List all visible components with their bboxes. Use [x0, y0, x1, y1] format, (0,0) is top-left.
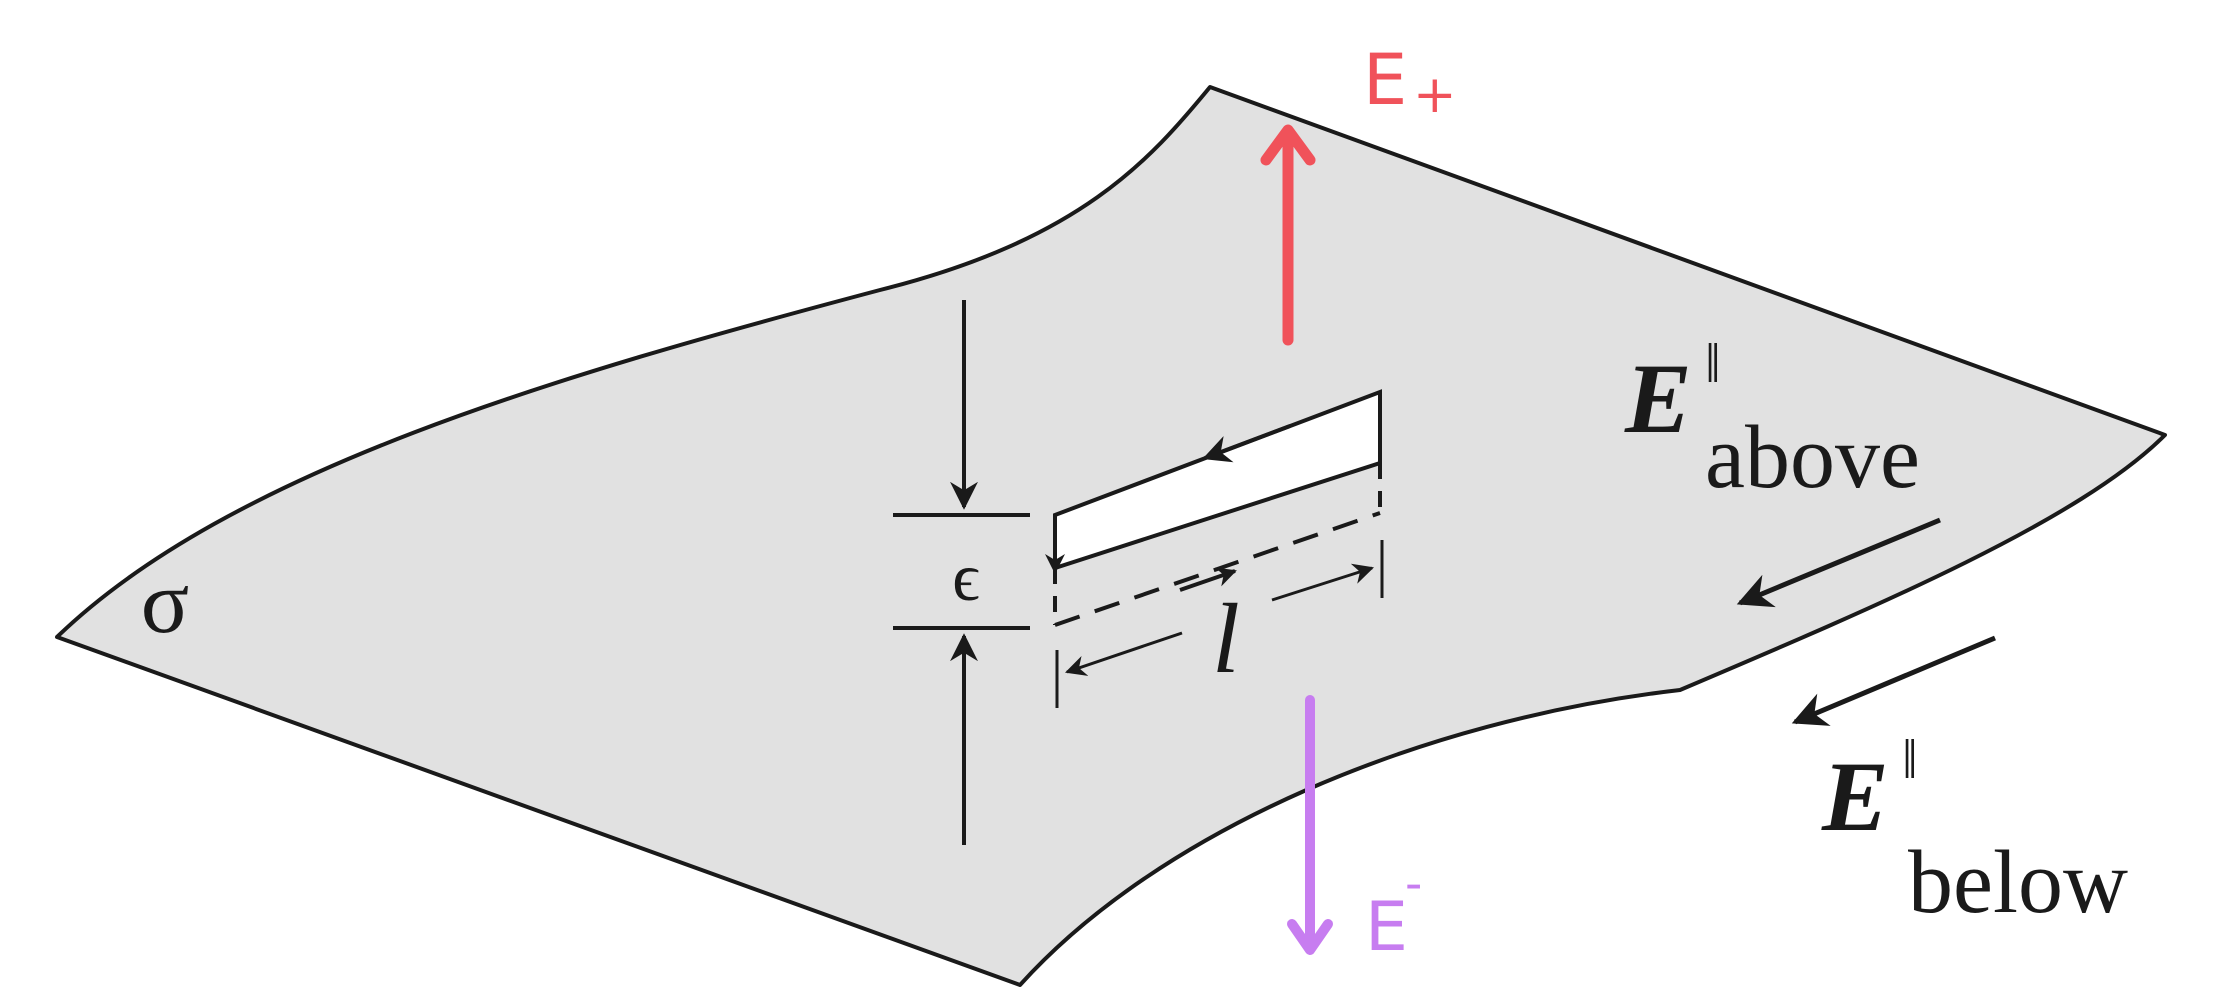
e-above-main: E — [1624, 343, 1692, 454]
svg-text:E ‖ below: E ‖ below — [1821, 729, 2128, 932]
length-label: l — [1212, 583, 1240, 694]
sigma-label: σ — [141, 553, 190, 652]
epsilon-label: ϵ — [952, 539, 980, 615]
length-dimension — [1055, 540, 1384, 708]
e-minus-label: E - — [1365, 856, 1422, 967]
amperian-loop — [1045, 389, 1382, 627]
e-parallel-below: E ‖ below — [1791, 635, 2128, 932]
e-above-sub: above — [1705, 408, 1920, 507]
e-below-sup: ‖ — [1902, 729, 1918, 791]
e-parallel-above: E ‖ above — [1624, 333, 1941, 608]
e-plus-label: E + — [1363, 39, 1457, 125]
e-plus-arrow — [1260, 124, 1316, 346]
e-minus-arrow — [1287, 695, 1333, 955]
e-below-sub: below — [1908, 833, 2128, 932]
svg-text:E ‖ above: E ‖ above — [1624, 333, 1920, 507]
e-above-sup: ‖ — [1705, 333, 1721, 395]
e-below-main: E — [1821, 741, 1889, 852]
epsilon-dimension — [893, 300, 1030, 845]
